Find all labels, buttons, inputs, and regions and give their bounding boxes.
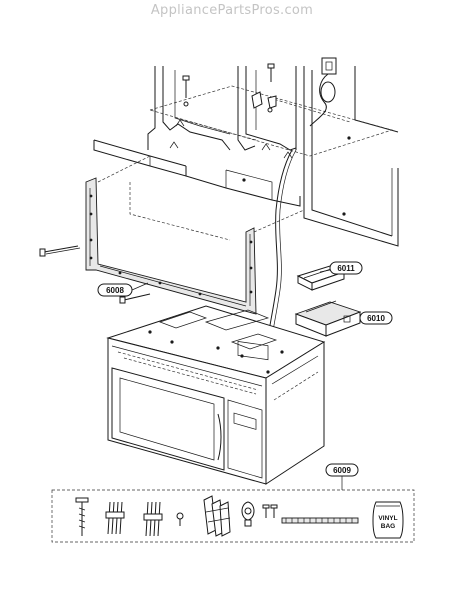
callout-label-6011: 6011 [337, 264, 355, 273]
wall-screws [39, 245, 151, 304]
cord-clamp [241, 501, 255, 527]
mounting-plate-6008 [85, 155, 305, 315]
callout-6009: 6009 [325, 463, 359, 477]
tiny-screws [262, 504, 278, 518]
parts-kit-6009: VINYL BAG [51, 472, 415, 543]
microwave-oven [106, 305, 326, 485]
callout-label-6009: 6009 [333, 466, 351, 475]
callout-label-6010: 6010 [367, 314, 385, 323]
toggle-anchors [203, 495, 231, 537]
callout-6011: 6011 [319, 261, 363, 275]
vinyl-bag: VINYL BAG [372, 501, 404, 539]
vinyl-bag-label-line1: VINYL [378, 515, 397, 522]
long-strip [281, 517, 359, 524]
screw-bundle-1 [105, 501, 125, 535]
callout-label-6008: 6008 [106, 286, 124, 295]
upper-cabinets [93, 57, 399, 247]
small-screw [176, 512, 184, 526]
callout-6010: 6010 [359, 311, 393, 325]
part-6010 [294, 300, 362, 337]
screw-bundle-2 [143, 501, 163, 537]
callout-6008: 6008 [97, 282, 149, 297]
watermark-text: AppliancePartsPros.com [150, 3, 314, 18]
vinyl-bag-label-line2: BAG [381, 523, 395, 530]
